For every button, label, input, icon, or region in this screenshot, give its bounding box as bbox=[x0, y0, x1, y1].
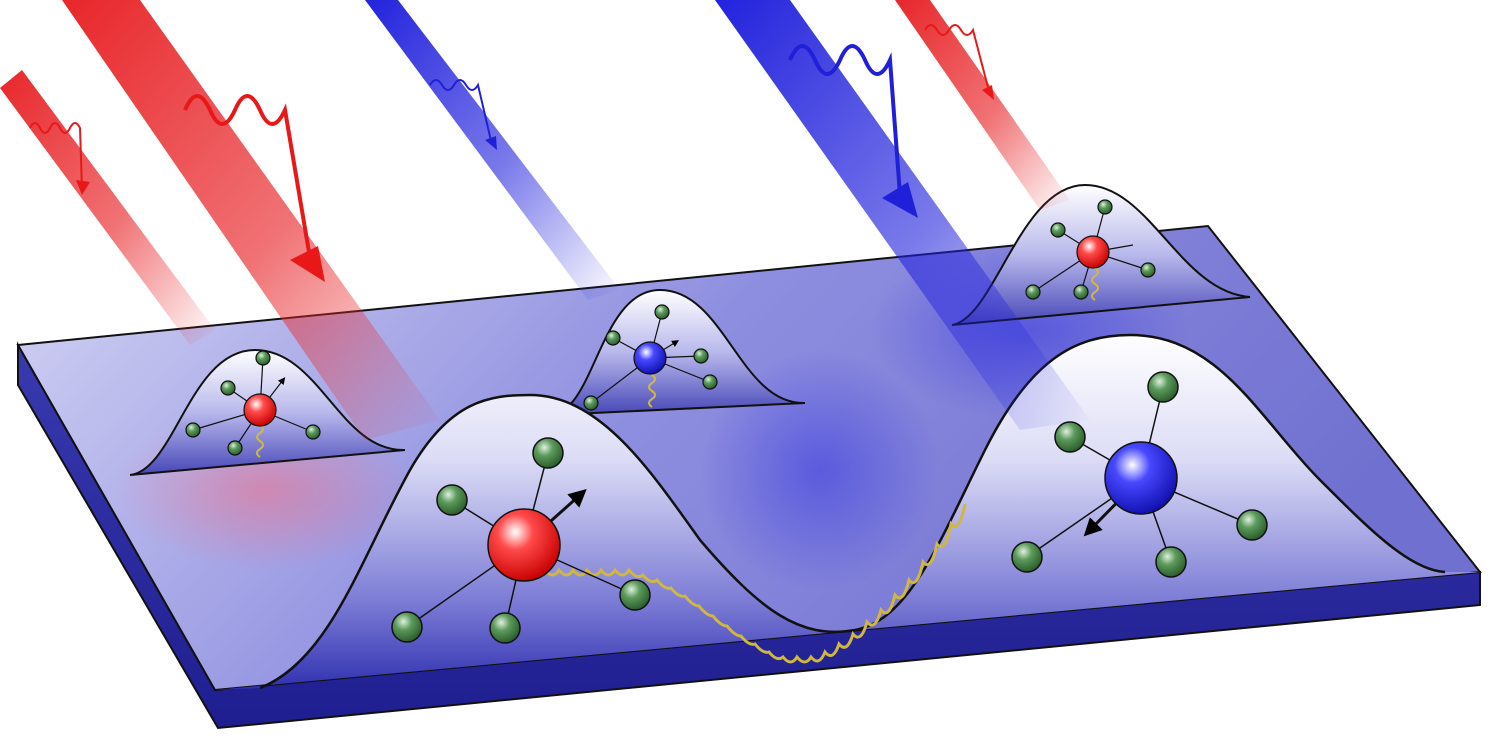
photon-red-left-wide bbox=[183, 94, 325, 282]
spring-large bbox=[543, 503, 967, 664]
photon-blue-right bbox=[788, 44, 918, 218]
photon-red-left-thin bbox=[29, 122, 90, 195]
molecule-small-red-far bbox=[1025, 199, 1156, 300]
spring-small-right bbox=[1091, 267, 1099, 301]
beam-blue-right-wide bbox=[715, 0, 1090, 430]
beam-red-left-wide bbox=[62, 0, 440, 440]
large-wave-outline bbox=[259, 333, 1446, 690]
beam-blue-center-thin bbox=[365, 0, 620, 300]
molecule-small-blue bbox=[583, 304, 718, 411]
spring-small-center bbox=[648, 374, 656, 408]
photon-blue-center bbox=[429, 79, 497, 150]
molecule-large-red bbox=[391, 437, 651, 644]
blue-glow-center bbox=[700, 350, 940, 590]
beam-red-right-thin bbox=[895, 0, 1070, 210]
large-wave bbox=[215, 335, 1480, 690]
photon-red-right bbox=[924, 24, 994, 100]
molecule-small-red bbox=[185, 350, 321, 456]
molecule-large-blue bbox=[1011, 371, 1268, 578]
spring-small-left bbox=[256, 424, 264, 458]
beam-red-left-thin bbox=[0, 70, 215, 345]
